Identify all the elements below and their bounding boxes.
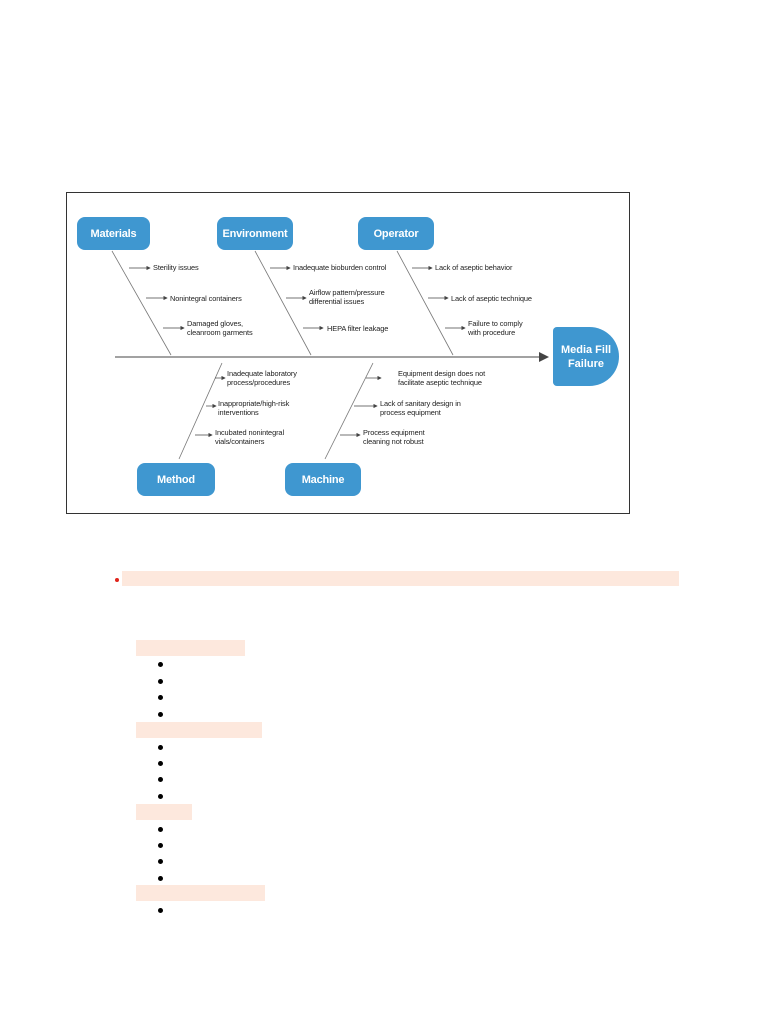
category-environment: Environment	[217, 217, 293, 250]
cause-environment-1: Inadequate bioburden control	[293, 263, 387, 272]
bone-machine	[324, 362, 374, 460]
section-heading-bar-3	[136, 804, 192, 820]
cause-machine-1: Equipment design does not facilitate ase…	[398, 369, 486, 387]
cause-materials-3: Damaged gloves, cleanroom garments	[187, 319, 253, 337]
bullet-2-2	[158, 761, 163, 766]
bullet-3-2	[158, 843, 163, 848]
red-bullet-marker	[115, 578, 119, 582]
bone-materials	[111, 250, 172, 356]
bullet-2-4	[158, 794, 163, 799]
bullet-1-3	[158, 695, 163, 700]
cause-machine-2: Lack of sanitary design in process equip…	[380, 399, 461, 417]
cause-operator-3: Failure to comply with procedure	[468, 319, 523, 337]
bullet-1-1	[158, 662, 163, 667]
bullet-1-2	[158, 679, 163, 684]
highlight-bar-top	[122, 571, 679, 586]
cause-method-2: Inappropriate/high-risk interventions	[218, 399, 290, 417]
bullet-3-4	[158, 876, 163, 881]
cause-method-3: Incubated nonintegral vials/containers	[215, 428, 284, 446]
bullet-1-4	[158, 712, 163, 717]
bullet-4-1	[158, 908, 163, 913]
bullet-3-1	[158, 827, 163, 832]
cause-environment-2: Airflow pattern/pressure differential is…	[309, 288, 385, 306]
bullet-3-3	[158, 859, 163, 864]
bone-operator	[396, 250, 454, 356]
fishbone-lines	[111, 250, 549, 460]
cause-materials-2: Nonintegral containers	[170, 294, 242, 303]
category-method: Method	[137, 463, 215, 496]
cause-operator-1: Lack of aseptic behavior	[435, 263, 513, 272]
bone-method	[178, 362, 223, 460]
cause-method-1: Inadequate laboratory process/procedures	[227, 369, 297, 387]
cause-environment-3: HEPA filter leakage	[327, 324, 389, 333]
section-heading-bar-4	[136, 885, 265, 901]
cause-materials-1: Sterility issues	[153, 263, 199, 272]
bullet-2-1	[158, 745, 163, 750]
bone-environment	[254, 250, 312, 356]
section-heading-bar-1	[136, 640, 245, 656]
category-materials: Materials	[77, 217, 150, 250]
cause-machine-3: Process equipment cleaning not robust	[363, 428, 425, 446]
section-heading-bar-2	[136, 722, 262, 738]
bullet-2-3	[158, 777, 163, 782]
cause-operator-2: Lack of aseptic technique	[451, 294, 532, 303]
fishbone-diagram: Materials Environment Operator Method Ma…	[66, 192, 630, 514]
effect-head: Media Fill Failure	[553, 327, 619, 386]
category-operator: Operator	[358, 217, 434, 250]
category-machine: Machine	[285, 463, 361, 496]
